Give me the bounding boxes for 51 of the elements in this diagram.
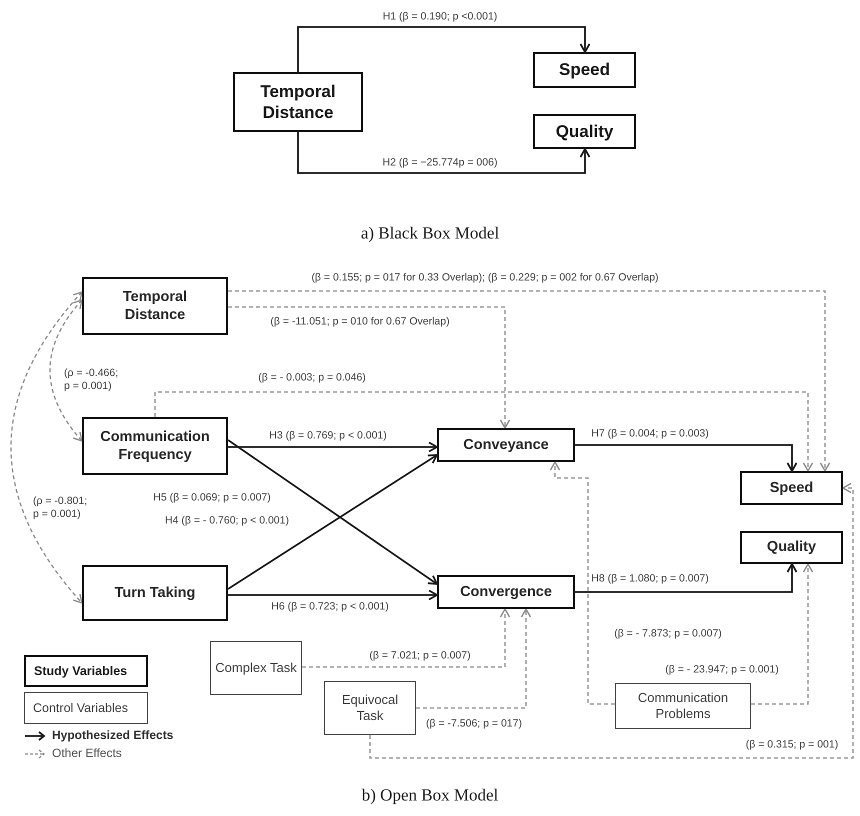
dashed-arrow	[751, 563, 814, 705]
legend-label: Other Effects	[52, 747, 122, 760]
variable-box: Turn Taking	[82, 565, 228, 621]
control-variable-box: Complex Task	[210, 641, 302, 695]
dashed-arrow	[228, 306, 510, 429]
edge-label: H4 (β = - 0.760; p < 0.001)	[164, 514, 290, 528]
variable-box: Speed	[740, 471, 843, 505]
edge-label: H8 (β = 1.080; p = 0.007)	[590, 572, 710, 586]
edge-label: H6 (β = 0.723; p < 0.001)	[270, 600, 390, 614]
variable-box: Quality	[740, 531, 843, 564]
arrow	[297, 26, 590, 72]
variable-box: Temporal Distance	[82, 277, 228, 335]
legend-sample-box: Study Variables	[24, 655, 148, 687]
edge-label: (β = - 7.873; p = 0.007)	[613, 628, 723, 640]
edge-label: (β = 7.021; p = 0.007)	[368, 650, 472, 662]
variable-box: Temporal Distance	[233, 72, 363, 132]
control-variable-box: Equivocal Task	[324, 681, 416, 735]
edge-label: (β = -11.051; p = 010 for 0.67 Overlap)	[269, 316, 451, 328]
variable-box: Speed	[533, 52, 636, 88]
legend-label: Hypothesized Effects	[52, 729, 174, 742]
edge-label: (β = 0.155; p = 017 for 0.33 Overlap); (β = 0.229; p = 002 for 0.67 Overlap)	[310, 272, 660, 284]
variable-box: Quality	[533, 114, 636, 149]
edge-label: (β = - 23.947; p = 0.001)	[664, 664, 780, 676]
control-variable-box: Communication Problems	[615, 683, 751, 729]
variable-box: Conveyance	[437, 428, 575, 462]
edge-label: (β = -7.506; p = 017)	[425, 718, 523, 730]
dashed-arrow	[228, 290, 830, 472]
arrow	[575, 444, 798, 472]
edge-label: H2 (β = −25.774p = 006)	[382, 156, 498, 170]
dashed-arrow	[302, 608, 510, 668]
dashed-arrow	[49, 299, 83, 442]
dashed-arrow	[10, 291, 83, 604]
edge-label: (β = - 0.003; p = 0.046)	[257, 372, 367, 384]
edge-label: H5 (β = 0.069; p = 0.007)	[152, 492, 272, 504]
edge-label: H7 (β = 0.004; p = 0.003)	[590, 428, 710, 440]
dashed-arrow	[369, 482, 854, 759]
dashed-arrow	[154, 391, 814, 472]
variable-box: Convergence	[437, 575, 575, 609]
variable-box: Communication Frequency	[82, 417, 228, 475]
figure-caption: a) Black Box Model	[360, 222, 500, 244]
arrow	[228, 442, 438, 452]
legend-sample-box: Control Variables	[24, 692, 148, 724]
edge-label: H1 (β = 0.190; p <0.001)	[382, 10, 498, 24]
arrow	[575, 563, 798, 593]
edge-label: H3 (β = 0.769; p < 0.001)	[268, 430, 388, 442]
arrow	[297, 132, 590, 174]
figure-caption: b) Open Box Model	[362, 784, 498, 806]
edge-label: (β = 0.315; p = 001)	[744, 738, 840, 752]
dashed-arrow	[416, 608, 532, 709]
dashed-arrow	[550, 461, 615, 705]
arrow	[228, 590, 438, 600]
